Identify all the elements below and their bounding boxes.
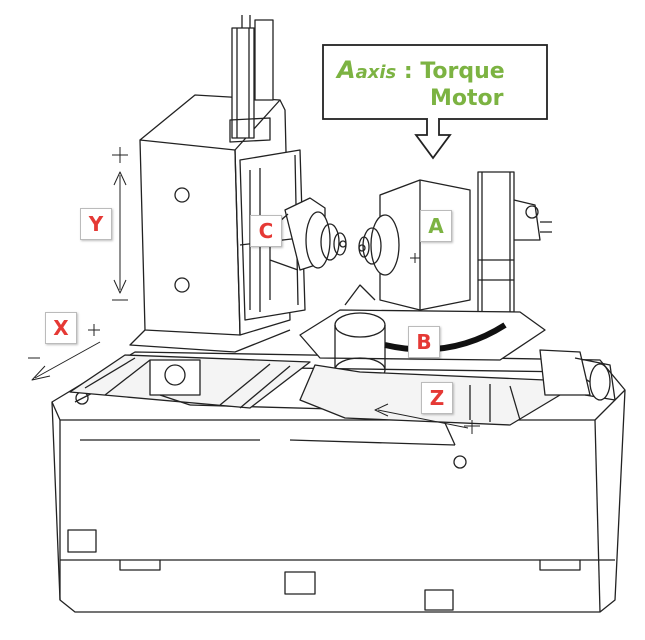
callout-box — [322, 44, 548, 160]
axis-label-x: X — [45, 312, 77, 344]
axis-label-b: B — [408, 326, 440, 358]
x-axis-rails — [69, 354, 311, 409]
callout-a-letter: A — [337, 56, 356, 84]
axis-label-z: Z — [421, 382, 453, 414]
y-column — [129, 15, 306, 353]
callout-axis-sub: axis — [355, 62, 397, 83]
x-axis-arrow — [28, 324, 101, 381]
a-spindle-head — [358, 171, 552, 313]
callout-torque: : Torque — [403, 59, 505, 84]
axis-label-y: Y — [80, 208, 112, 240]
y-axis-arrow — [112, 147, 128, 301]
z-axis-arrow — [374, 403, 480, 434]
plus-marker — [410, 253, 420, 263]
callout-title-line1: Aaxis : Torque — [337, 56, 505, 84]
callout-title-line2: Motor — [430, 86, 504, 111]
axis-label-a: A — [420, 210, 452, 242]
axis-label-c: C — [250, 215, 282, 247]
